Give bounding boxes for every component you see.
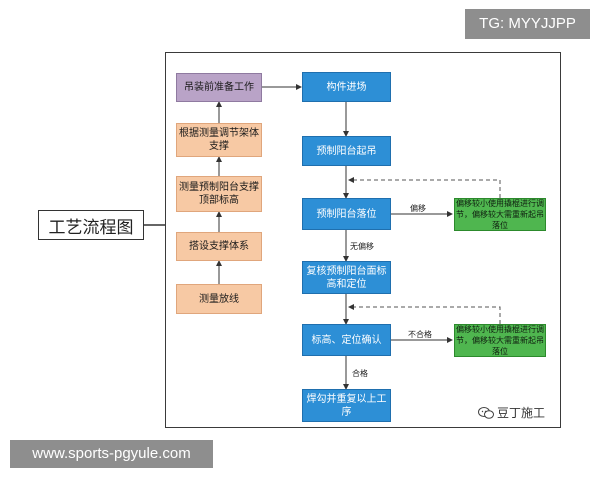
brand-watermark: 豆丁施工: [478, 404, 545, 421]
step-prep-work: 吊装前准备工作: [176, 73, 262, 102]
step-lift-balcony: 预制阳台起吊: [302, 136, 391, 166]
edge-label-pass: 合格: [352, 369, 368, 378]
step-adjust-support: 根据测量调节架体支撑: [176, 123, 262, 157]
step-place-balcony: 预制阳台落位: [302, 198, 391, 230]
step-component-entry: 构件进场: [302, 72, 391, 102]
header-tag: TG: MYYJJPP: [465, 9, 590, 39]
process-title-box: 工艺流程图: [38, 210, 144, 240]
edge-label-fail: 不合格: [408, 330, 432, 339]
edge-label-offset: 偏移: [410, 204, 426, 213]
step-recheck-elevation: 复核预制阳台面标高和定位: [302, 261, 391, 294]
step-survey-layout: 测量放线: [176, 284, 262, 314]
offset-adjust-box-1: 偏移较小使用撬棍进行调节，偏移较大需重新起吊落位: [454, 198, 546, 231]
step-measure-elevation: 测量预制阳台支撑顶部标高: [176, 176, 262, 212]
step-confirm-position: 标高、定位确认: [302, 324, 391, 356]
step-build-support: 搭设支撑体系: [176, 232, 262, 261]
edge-label-no-offset: 无偏移: [350, 242, 374, 251]
offset-adjust-box-2: 偏移较小使用撬棍进行调节，偏移较大需重新起吊落位: [454, 324, 546, 357]
feedback-loop-1: [348, 177, 501, 198]
step-weld-repeat: 焊勾并重复以上工序: [302, 389, 391, 422]
footer-url: www.sports-pgyule.com: [10, 440, 213, 468]
chat-bubble-icon: [478, 406, 494, 419]
brand-name: 豆丁施工: [497, 406, 546, 420]
feedback-loop-2: [348, 304, 501, 324]
